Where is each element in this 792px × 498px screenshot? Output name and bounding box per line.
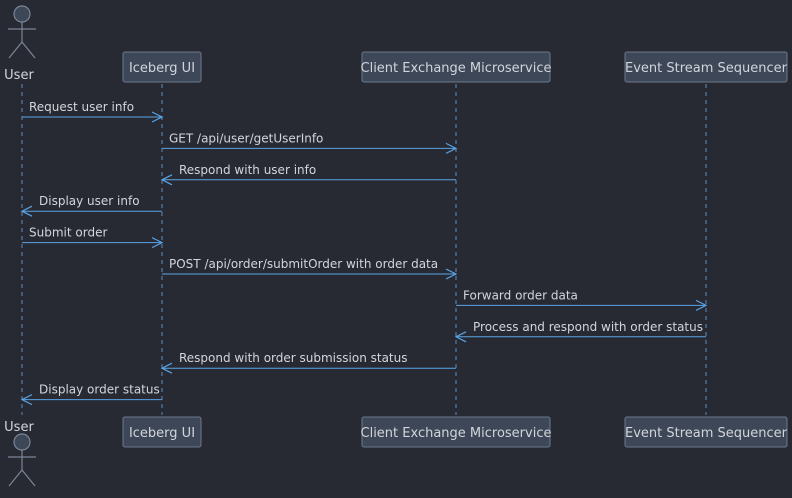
arrowhead-icon [20,205,33,217]
actor-label: User [4,420,34,435]
actor-top: User [4,5,36,83]
participant-client-top: Client Exchange Microservice [361,51,552,83]
participant-box [361,416,551,448]
actor-label: User [4,68,34,83]
message-label: Respond with user info [179,163,316,177]
message-8: Process and respond with order status [454,320,706,343]
actor-bottom: User [4,420,36,487]
message-3: Respond with user info [160,163,456,186]
participant-label: Iceberg UI [129,61,195,76]
message-label: Process and respond with order status [473,320,703,334]
lifelines [21,84,707,415]
arrowhead-icon [160,174,173,186]
message-7: Forward order data [456,288,708,311]
message-2: GET /api/user/getUserInfo [162,131,458,154]
message-label: Display order status [39,383,160,397]
arrowhead-icon [454,331,467,343]
participant-box [624,416,788,448]
arrowhead-icon [445,268,458,280]
participant-iceberg-bottom: Iceberg UI [122,416,202,448]
message-1: Request user info [22,100,164,123]
participant-label: Event Stream Sequencer [625,61,788,76]
participant-label: Event Stream Sequencer [625,426,788,441]
participant-event-top: Event Stream Sequencer [624,51,788,83]
participant-label: Client Exchange Microservice [361,61,552,76]
message-4: Display user info [20,194,162,217]
participant-box [122,416,202,448]
participants-top: User Iceberg UI Client Exchange Microservi… [4,5,788,83]
participant-box [624,51,788,83]
participant-label: Client Exchange Microservice [361,426,552,441]
participants-bottom: User Iceberg UI Client Exchange Microservi… [4,416,788,487]
participant-iceberg-top: Iceberg UI [122,51,202,83]
message-label: Respond with order submission status [179,351,408,365]
message-10: Display order status [20,383,162,406]
message-label: GET /api/user/getUserInfo [169,131,323,145]
actor-figure-icon [8,433,36,487]
message-label: POST /api/order/submitOrder with order d… [169,257,438,271]
participant-label: Iceberg UI [129,426,195,441]
participant-box [122,51,202,83]
message-label: Forward order data [463,288,578,302]
arrowhead-icon [445,142,458,154]
arrowhead-icon [695,299,708,311]
participant-client-bottom: Client Exchange Microservice [361,416,552,448]
arrowhead-icon [160,362,173,374]
arrowhead-icon [151,111,164,123]
message-label: Display user info [39,194,140,208]
message-5: Submit order [22,226,164,249]
message-6: POST /api/order/submitOrder with order d… [162,257,458,280]
participant-box [361,51,551,83]
arrowhead-icon [20,394,33,406]
message-9: Respond with order submission status [160,351,456,374]
participant-event-bottom: Event Stream Sequencer [624,416,788,448]
actor-figure-icon [8,5,36,59]
message-label: Submit order [29,226,107,240]
arrowhead-icon [151,237,164,249]
message-label: Request user info [29,100,134,114]
